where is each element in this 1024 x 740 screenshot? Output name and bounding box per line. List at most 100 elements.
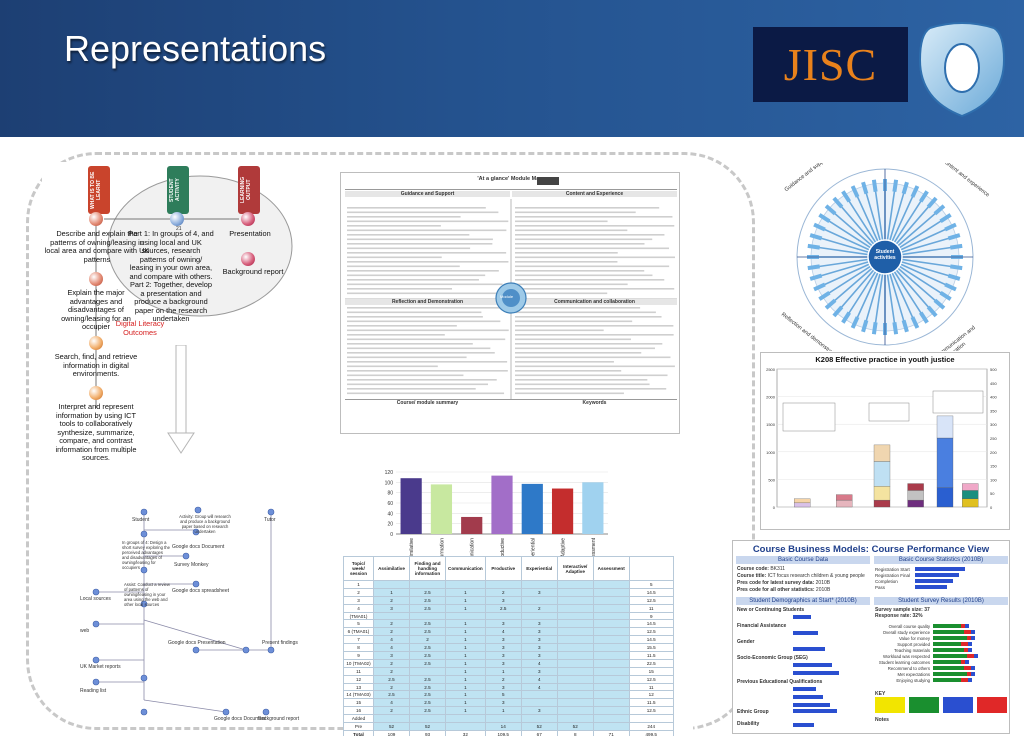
section-reflection: Reflection and Demonstration [345, 299, 510, 305]
y-tick-label: 100 [385, 480, 394, 486]
flow-diagram-lines [92, 506, 275, 716]
survey-row: Overall course quality [875, 623, 1007, 629]
flow-node-present-findings: Present findings [262, 640, 298, 646]
learning-output-icon: LEARNING OUTPUT [238, 166, 260, 214]
text-line [347, 392, 505, 395]
text-line [347, 261, 509, 263]
text-line [515, 307, 641, 309]
text-line [515, 229, 628, 232]
legend-box [868, 402, 910, 422]
k208-chart-svg: 0500100015002000250005010015020025030035… [766, 367, 997, 510]
y-tick-label: 20 [387, 522, 393, 528]
spoke-label [832, 305, 844, 318]
text-line [347, 216, 461, 218]
down-arrow-icon [167, 345, 195, 454]
category-label: Productive [500, 538, 506, 562]
text-line [347, 252, 507, 254]
text-line [347, 279, 479, 281]
text-line [515, 211, 636, 214]
text-line [347, 325, 457, 327]
stat-row: Registration Start [875, 566, 1007, 572]
stack-segment [873, 499, 891, 508]
text-line [515, 225, 675, 227]
hub [867, 239, 903, 275]
text-line [515, 252, 618, 254]
text-line [347, 292, 509, 295]
spoke-label [944, 222, 957, 232]
spoke-label [918, 190, 929, 203]
text-line [347, 229, 507, 232]
spoke-label [926, 305, 938, 318]
output-node [241, 212, 255, 226]
demographic-bar [793, 709, 837, 713]
text-line [347, 320, 501, 323]
spoke-label [824, 298, 837, 310]
text-line [515, 379, 648, 381]
text-line [347, 265, 460, 268]
spoke-label [807, 264, 820, 271]
cc-badge-icon [537, 177, 559, 185]
demographic-bar [793, 723, 814, 727]
y-right-tick: 450 [990, 381, 997, 386]
flow-node-gdocs-spreadsheet: Google docs spreadsheet [172, 588, 229, 594]
y-right-tick: 50 [990, 491, 995, 496]
digital-literacy-link[interactable]: Digital Literacy Outcomes [115, 319, 165, 337]
survey-row: Teaching materials [875, 647, 1007, 653]
spoke-label [939, 290, 952, 301]
flow-node-uk-reports: UK Market reports [80, 664, 121, 670]
stack-segment [936, 437, 954, 488]
grid-header-cell: Interactive/ Adaptive [556, 556, 594, 581]
demographic-bar [793, 615, 811, 619]
text-line [347, 243, 493, 245]
y-right-tick: 250 [990, 436, 997, 441]
text-line [347, 288, 453, 290]
spoke-label [939, 213, 952, 224]
stack-segment [962, 483, 979, 491]
category-label: Experiential [530, 538, 536, 564]
y-tick-label: 40 [387, 511, 393, 517]
grid-header-cell: Assimilative [373, 556, 410, 581]
y-right-tick: 500 [990, 367, 997, 372]
y-tick-label: 120 [385, 470, 394, 476]
text-line [515, 361, 614, 363]
cbm-report-panel: Course Business Models: Course Performan… [732, 540, 1010, 734]
cbm-band-survey: Student Survey Results (2010B) [874, 597, 1008, 605]
spoke-label [933, 298, 946, 310]
text-line [515, 365, 675, 368]
grid-header-cell: Finding and handling information [409, 556, 446, 581]
stack-segment [836, 499, 853, 508]
stack-segment [873, 461, 891, 487]
text-line [347, 307, 502, 309]
what-to-learn-icon: WHAT IS TO BE LEARNT [88, 166, 110, 214]
bar [461, 516, 483, 534]
spoke-label [933, 204, 946, 216]
spoke-label [950, 243, 963, 250]
text-line [347, 283, 503, 286]
jisc-logo-text: JISC [783, 39, 878, 90]
cbm-band-statistics: Basic Course Statistics (2010B) [874, 556, 1008, 564]
flow-node-local-sources: Local sources [80, 596, 111, 602]
text-line [347, 343, 473, 345]
table-row: Added [343, 714, 674, 724]
text-line [515, 216, 673, 218]
text-line [347, 338, 506, 341]
y-left-tick: 1500 [766, 422, 776, 427]
outcome-node-3 [89, 336, 103, 350]
cbm-band-demographics: Student Demographics at Start* (2010B) [736, 597, 870, 605]
activity-text: Part 1: In groups of 4, and using local … [128, 229, 214, 324]
grid-header-cell: Communication [445, 556, 486, 581]
spoke-label [892, 179, 899, 192]
spoke-label [950, 264, 963, 271]
output-node-2 [241, 252, 255, 266]
survey-row: Value for money [875, 635, 1007, 641]
survey-row: Enjoying studying [875, 677, 1007, 683]
outcome-text-4: Interpret and represent information by u… [55, 402, 137, 463]
y-right-tick: 350 [990, 408, 997, 413]
text-line [347, 370, 508, 372]
